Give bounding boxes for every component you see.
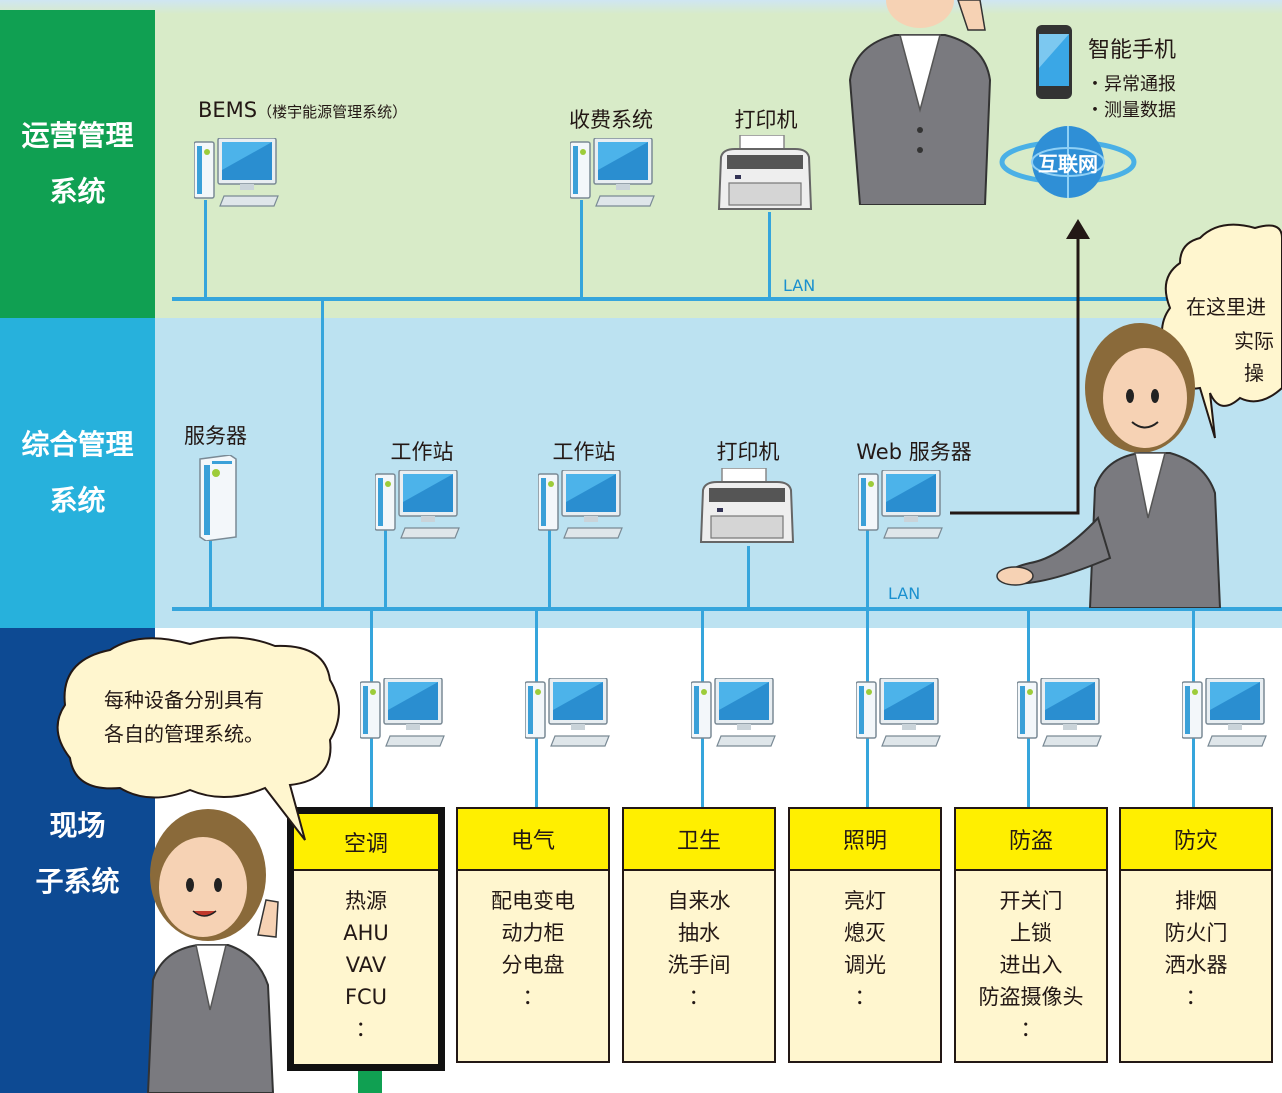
subsystem-box-lighting[interactable]: 照明 亮灯 熄灭 调光 ： [788,807,942,1063]
layer-label-ops: 运营管理系统 [0,10,155,318]
smartphone-icon [1036,25,1072,99]
presenter-left-figure [146,809,279,1093]
integrated-lan-label: LAN [888,584,921,603]
subsystem-items: 自来水 抽水 洗手间 ： [667,889,731,1009]
internet-arrow [950,219,1090,515]
left-speech-bubble [56,636,340,841]
field-computer-5-icon [1017,678,1103,750]
smartphone-item-1: ・异常通报 [1086,74,1176,95]
left-bubble-line2: 各自的管理系统。 [104,722,264,746]
billing-computer-icon [570,138,656,210]
field-computer-1-icon [360,678,446,750]
subsystem-box-electric[interactable]: 电气 配电变电 动力柜 分电盘 ： [456,807,610,1063]
layer-label-integrated: 综合管理系统 [0,318,155,628]
subsystem-items: 排烟 防火门 洒水器 ： [1164,889,1228,1009]
ws1-drop [384,528,387,608]
layer-ops-line2: 系统 [49,175,106,208]
presenter-right-figure [996,323,1222,608]
bems-title: BEMS [198,98,258,122]
smartphone-item-2: ・测量数据 [1086,100,1176,121]
subsystem-title: 卫生 [624,809,774,871]
selected-indicator [358,1071,382,1093]
subsystem-box-sanitary[interactable]: 卫生 自来水 抽水 洗手间 ： [622,807,776,1063]
web-drop [866,528,869,608]
layer-field-line2: 子系统 [35,865,120,898]
subsystem-title: 照明 [790,809,940,871]
presenter-top-figure [848,0,992,205]
internet-globe-icon [999,126,1137,198]
field-computer-2-icon [525,678,611,750]
web-server-icon [858,470,944,542]
right-bubble-line1: 在这里进 [1186,295,1266,319]
right-bubble-line2: 实际操 [1234,329,1274,385]
subsystem-box-security[interactable]: 防盗 开关门 上锁 进出入 防盗摄像头 ： [954,807,1108,1063]
workstation1-icon [375,470,461,542]
ops-printer-label: 打印机 [734,108,798,132]
workstation1-label: 工作站 [390,440,454,464]
smartphone-label: 智能手机 [1088,38,1177,63]
subsystem-box-disaster[interactable]: 防灾 排烟 防火门 洒水器 ： [1119,807,1273,1063]
subsystem-title: 电气 [458,809,608,871]
bems-label: BEMS（楼宇能源管理系统） [198,98,407,122]
workstation2-icon [538,470,624,542]
web-server-label: Web 服务器 [856,440,972,464]
server-drop [209,538,212,608]
left-bubble-line1: 每种设备分别具有 [104,688,264,712]
subsystem-items: 亮灯 熄灭 调光 ： [844,889,886,1009]
server-label: 服务器 [184,424,247,448]
subsystem-items: 开关门 上锁 进出入 防盗摄像头 ： [978,889,1084,1041]
ops-printer-icon [715,135,815,215]
field-computer-4-icon [856,678,942,750]
subsystem-title: 空调 [294,814,438,871]
ops-lan-label: LAN [783,276,816,295]
subsystem-items: 配电变电 动力柜 分电盘 ： [491,889,575,1009]
int-printer-drop [747,546,750,608]
subsystem-title: 防灾 [1121,809,1271,871]
ops-printer-drop [768,212,771,298]
integrated-lan-line [172,607,1282,611]
billing-label: 收费系统 [569,108,653,132]
layer-integrated-line2: 系统 [49,484,106,517]
field-computer-3-icon [691,678,777,750]
layer-integrated-line1: 综合管理 [21,428,134,461]
bems-subtitle: （楼宇能源管理系统） [257,103,408,121]
server-icon [196,455,240,541]
subsystem-items: 热源 AHU VAV FCU ： [343,889,389,1041]
ws2-drop [548,528,551,608]
workstation2-label: 工作站 [552,440,616,464]
subsystem-box-hvac[interactable]: 空调 热源 AHU VAV FCU ： [287,807,445,1071]
int-printer-icon [697,468,797,548]
int-printer-label: 打印机 [716,440,780,464]
field-computer-6-icon [1182,678,1268,750]
layer-ops-line1: 运营管理 [21,119,134,152]
internet-label: 互联网 [1038,152,1098,176]
bems-computer-icon [194,138,280,210]
ops-lan-line [172,297,1172,301]
layer-field-line1: 现场 [49,809,106,842]
bems-drop [204,200,207,298]
subsystem-title: 防盗 [956,809,1106,871]
ops-integrated-link [321,298,324,608]
billing-drop [580,200,583,298]
